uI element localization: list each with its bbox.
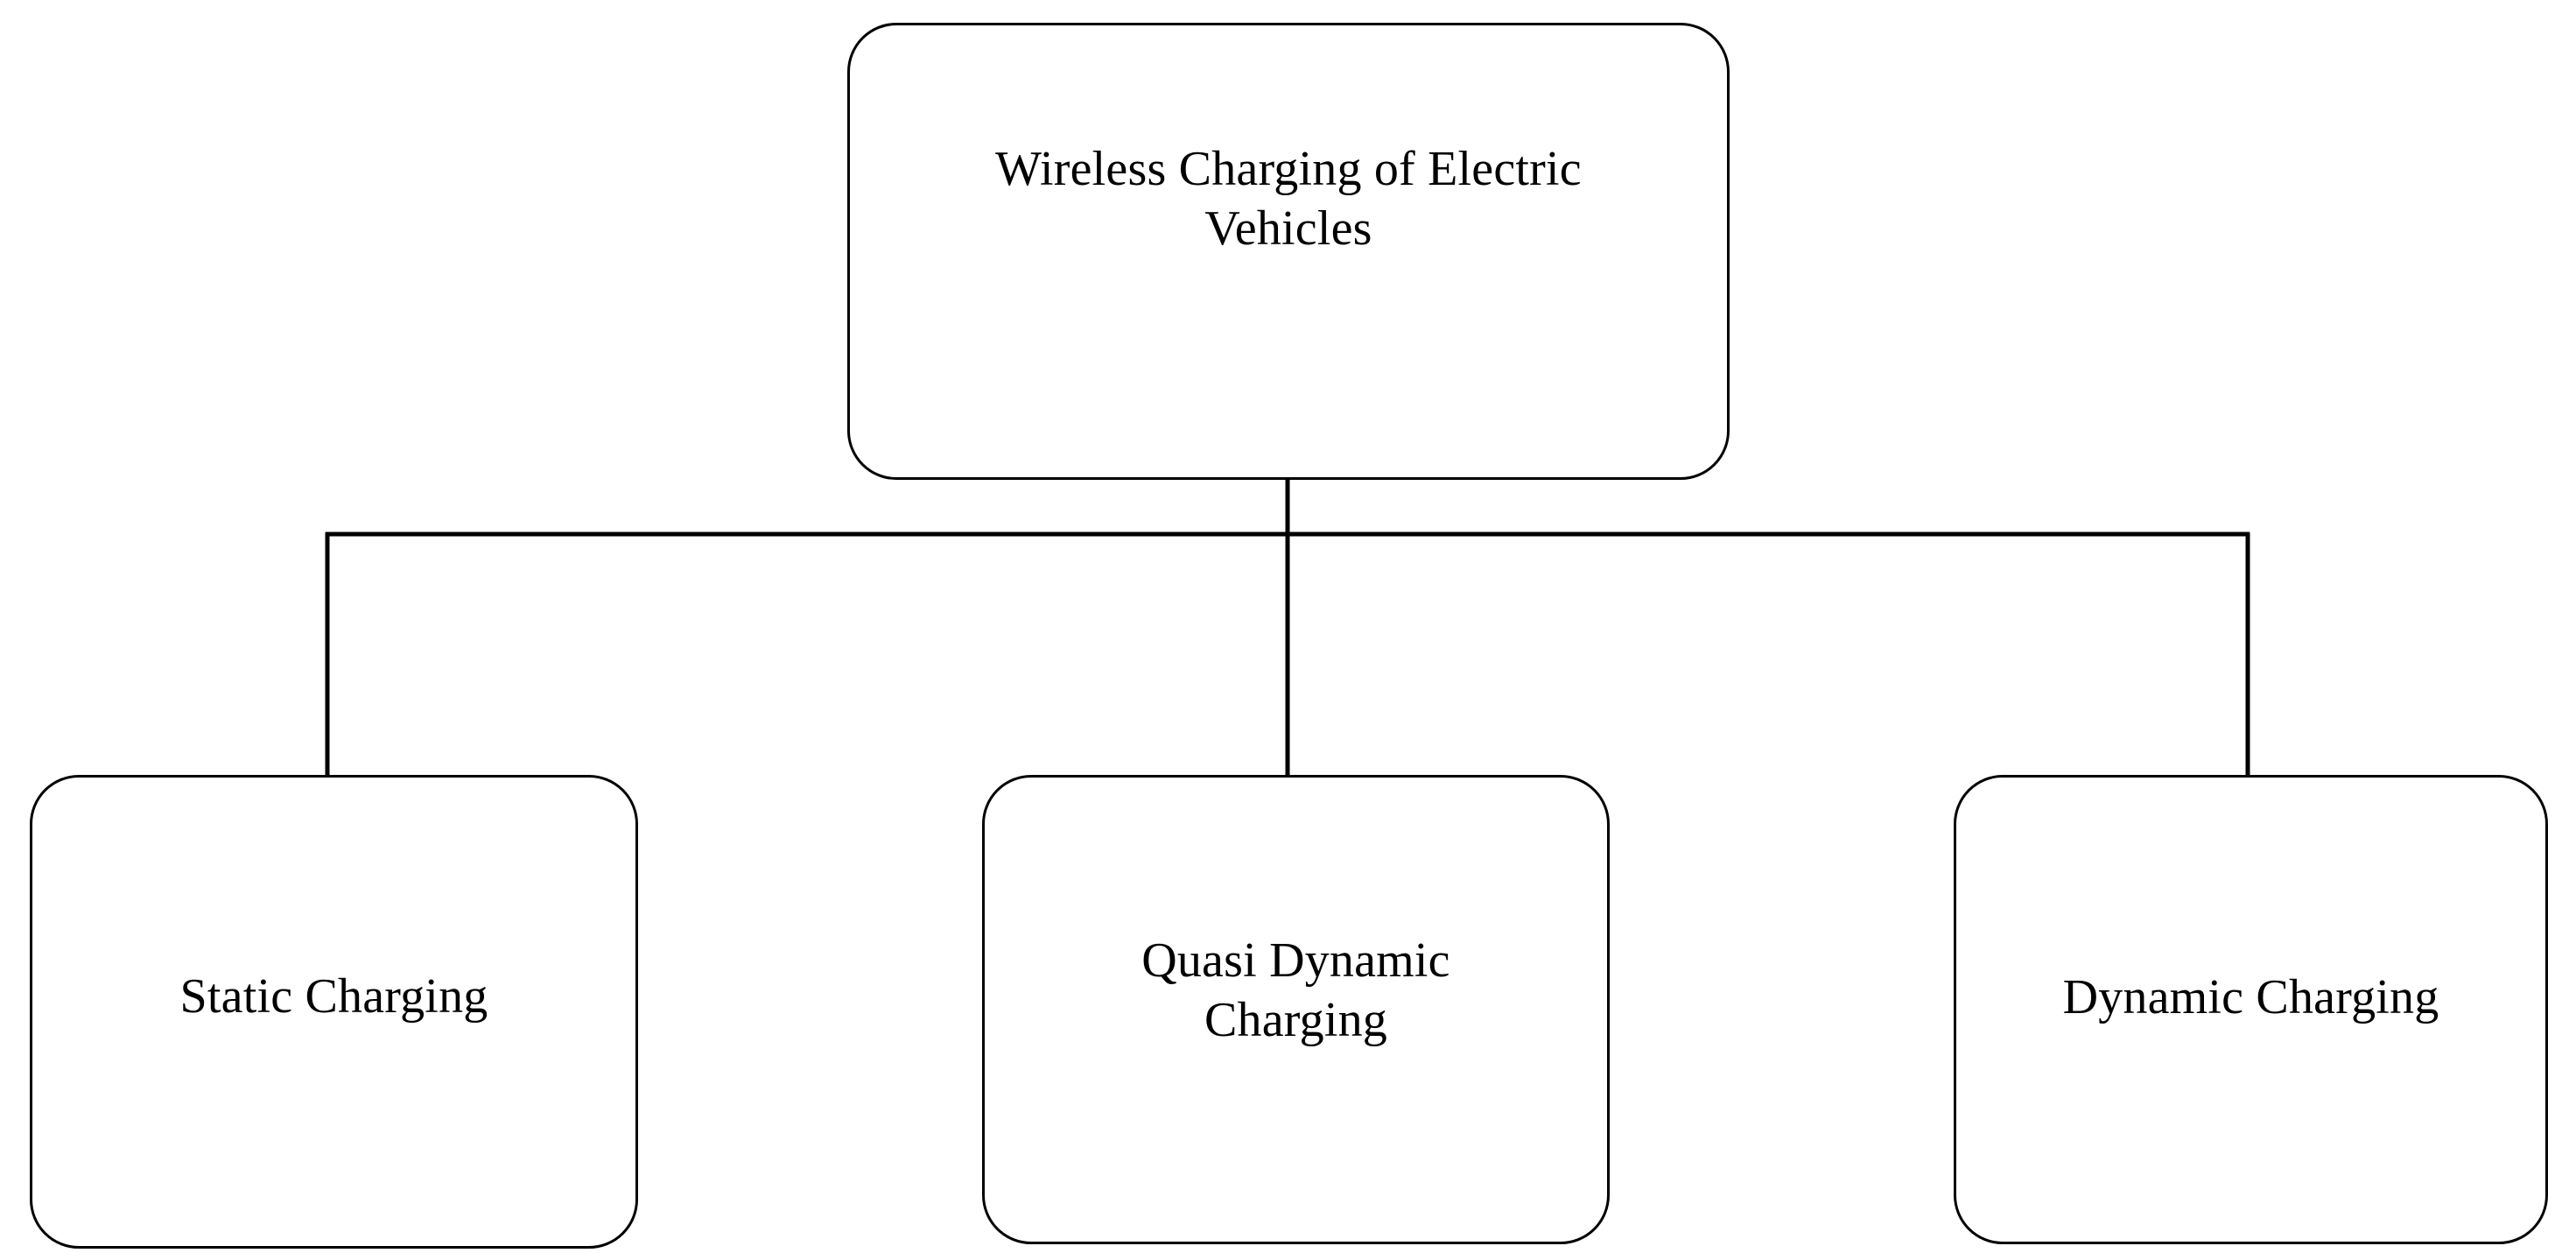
node-dynamic-charging[interactable]: Dynamic Charging <box>1954 775 2548 1244</box>
node-dynamic-charging-label: Dynamic Charging <box>2062 969 2439 1024</box>
node-wireless-charging-of-electric-vehicles[interactable]: Wireless Charging of Electric Vehicles <box>847 23 1730 480</box>
node-root-label: Wireless Charging of Electric Vehicles <box>995 141 1582 256</box>
node-quasi-dynamic-charging-label: Quasi Dynamic Charging <box>1141 933 1450 1047</box>
node-static-charging-label: Static Charging <box>179 969 488 1024</box>
node-quasi-dynamic-charging[interactable]: Quasi Dynamic Charging <box>982 775 1610 1244</box>
node-static-charging[interactable]: Static Charging <box>30 775 638 1249</box>
